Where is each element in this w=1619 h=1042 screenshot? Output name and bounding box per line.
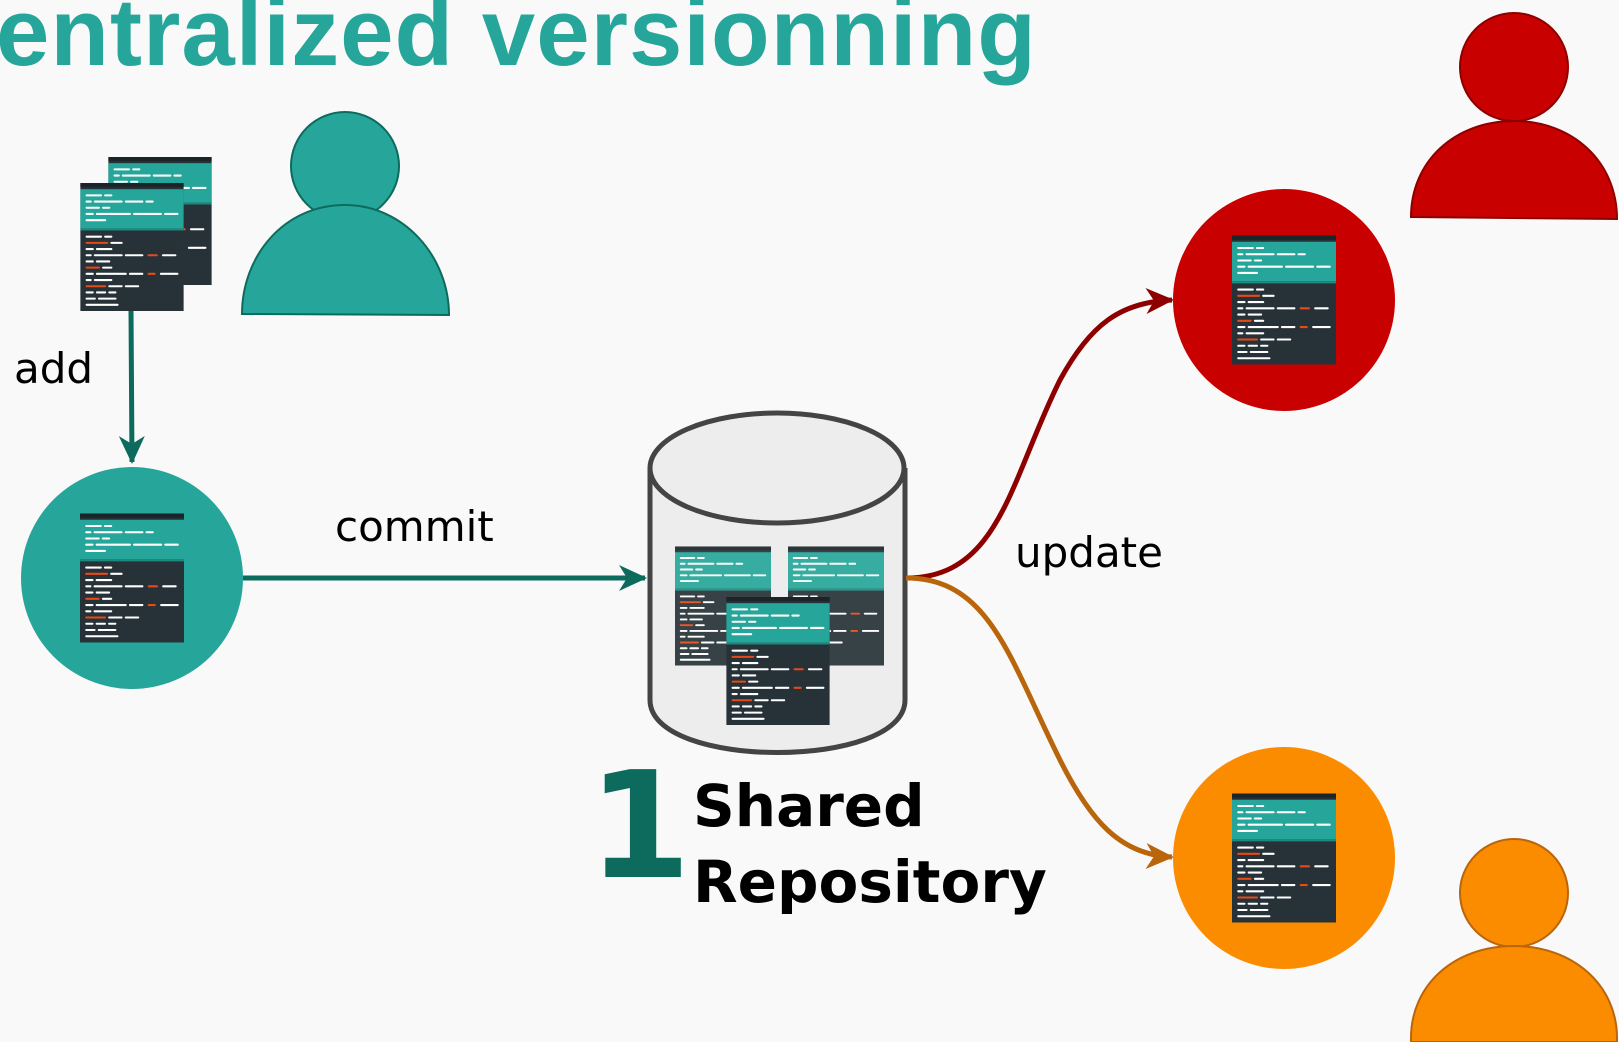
person-icon-red — [1409, 12, 1619, 221]
commit-label: commit — [335, 502, 494, 551]
add-label: add — [14, 344, 94, 393]
person-icon-orange — [1410, 838, 1618, 1042]
update-arrow-orange — [905, 575, 1174, 869]
working-files-icon — [80, 157, 212, 311]
repository-count: 1 — [588, 740, 691, 912]
repository-name-line2: Repository — [693, 848, 1047, 916]
orange-working-copy-circle — [1173, 747, 1395, 969]
repository-name: Shared Repository — [693, 768, 1047, 920]
repository-name-line1: Shared — [693, 772, 925, 840]
page-title: entralized versionning — [0, 0, 1037, 86]
red-working-copy-circle — [1173, 189, 1395, 411]
person-icon-teal — [240, 111, 451, 317]
update-label: update — [1015, 528, 1163, 577]
database-icon — [647, 410, 908, 755]
staging-area-circle — [21, 467, 243, 689]
update-arrow-red — [905, 288, 1174, 581]
add-arrow — [118, 310, 145, 464]
